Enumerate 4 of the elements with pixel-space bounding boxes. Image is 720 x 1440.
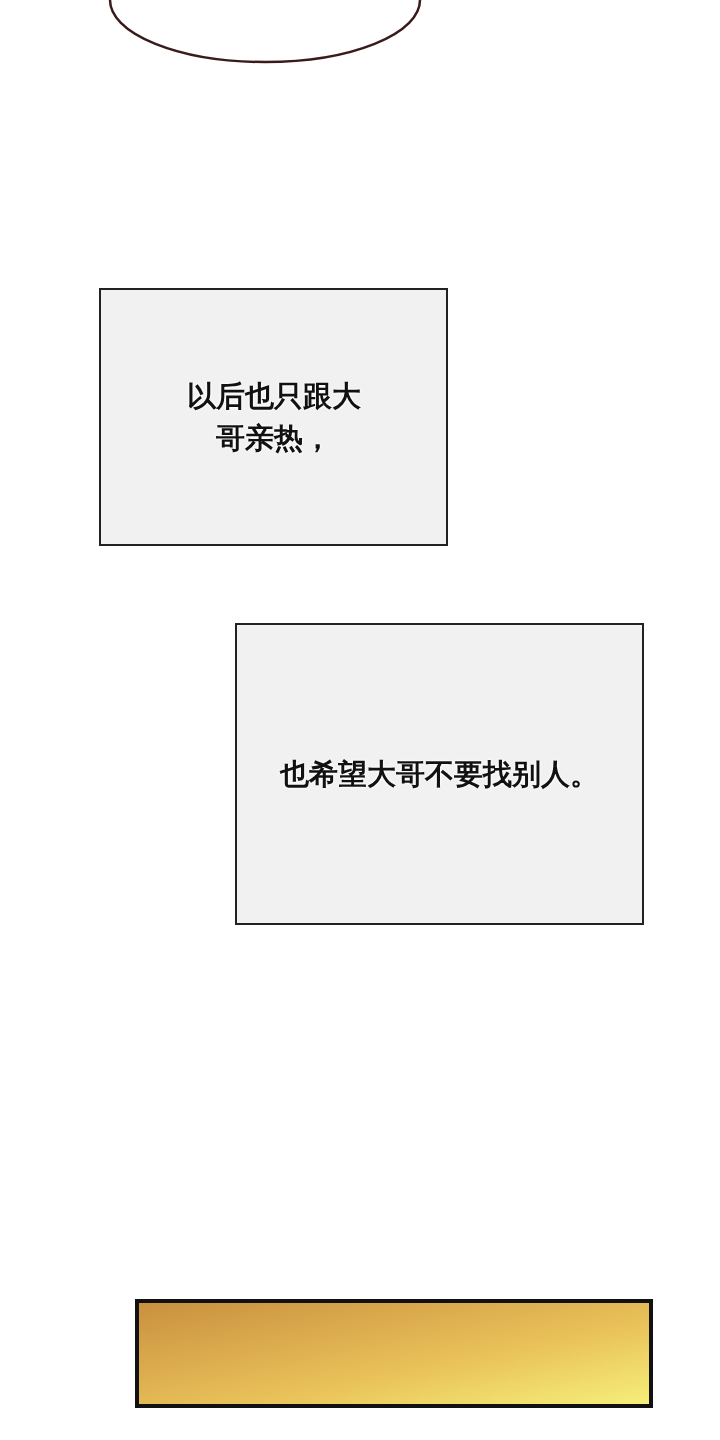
- caption-panel: [99, 288, 448, 546]
- caption-text: 也希望大哥不要找别人。: [280, 756, 599, 793]
- caption-text: 以后也只跟大哥亲热，: [185, 378, 362, 457]
- caption-panel: [235, 623, 644, 925]
